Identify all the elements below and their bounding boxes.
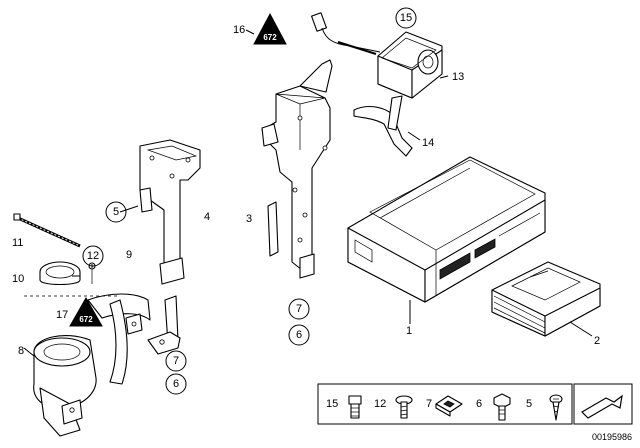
vertical-bracket — [261, 59, 333, 279]
callout-16: 16 — [233, 24, 245, 36]
diagram-number: 00195986 — [592, 432, 632, 442]
legend-clip-nut-icon — [435, 395, 463, 417]
circled-callout-6-center: 6 — [288, 324, 310, 346]
fan-bracket — [353, 95, 413, 157]
circled-callout-5: 5 — [105, 201, 127, 223]
legend-tapping-screw-icon — [549, 394, 563, 421]
legend-flange-bolt-icon — [493, 393, 511, 421]
svg-text:15: 15 — [400, 12, 412, 24]
legend-label-15: 15 — [326, 398, 338, 410]
cable-connector — [311, 12, 381, 55]
fastener-legend: 15 12 7 6 — [317, 383, 573, 425]
callout-13: 13 — [452, 71, 464, 83]
cooling-fan — [377, 31, 443, 99]
circled-callout-12: 12 — [82, 245, 104, 267]
circled-callout-15: 15 — [395, 7, 417, 29]
cable-tie — [13, 213, 81, 248]
callout-2: 2 — [594, 335, 600, 347]
circled-callout-6-left: 6 — [165, 373, 187, 395]
leader-lines — [23, 29, 593, 357]
grommet — [39, 261, 81, 286]
callout-17: 17 — [56, 309, 68, 321]
callout-14: 14 — [422, 137, 434, 149]
svg-text:7: 7 — [173, 355, 179, 367]
legend-label-5: 5 — [526, 398, 532, 410]
circled-callout-7-center: 7 — [288, 298, 310, 320]
svg-text:672: 672 — [263, 33, 277, 42]
svg-text:6: 6 — [173, 378, 179, 390]
cd-changer-unit — [347, 156, 546, 303]
circled-callout-7-left: 7 — [165, 350, 187, 372]
arrow-icon — [573, 383, 633, 425]
callout-8: 8 — [18, 345, 24, 357]
svg-text:672: 672 — [79, 315, 93, 324]
curved-strap — [87, 293, 151, 385]
legend-bolt-icon — [348, 395, 362, 419]
legend-screw-icon — [395, 395, 413, 419]
left-bracket — [139, 139, 201, 355]
legend-label-6: 6 — [476, 398, 482, 410]
legend-label-7: 7 — [426, 398, 432, 410]
warning-triangle-16: 672 — [253, 12, 287, 45]
callout-10: 10 — [12, 273, 24, 285]
legend-label-12: 12 — [374, 398, 386, 410]
svg-text:5: 5 — [113, 206, 119, 218]
callout-11: 11 — [12, 237, 23, 249]
svg-text:6: 6 — [296, 329, 302, 341]
svg-text:7: 7 — [296, 303, 302, 315]
amplifier-unit — [33, 335, 97, 437]
cd-magazine — [491, 261, 601, 337]
callout-3: 3 — [246, 213, 252, 225]
callout-4: 4 — [204, 211, 210, 223]
svg-text:12: 12 — [87, 250, 99, 262]
callout-9: 9 — [126, 249, 132, 261]
callout-1: 1 — [406, 325, 412, 337]
